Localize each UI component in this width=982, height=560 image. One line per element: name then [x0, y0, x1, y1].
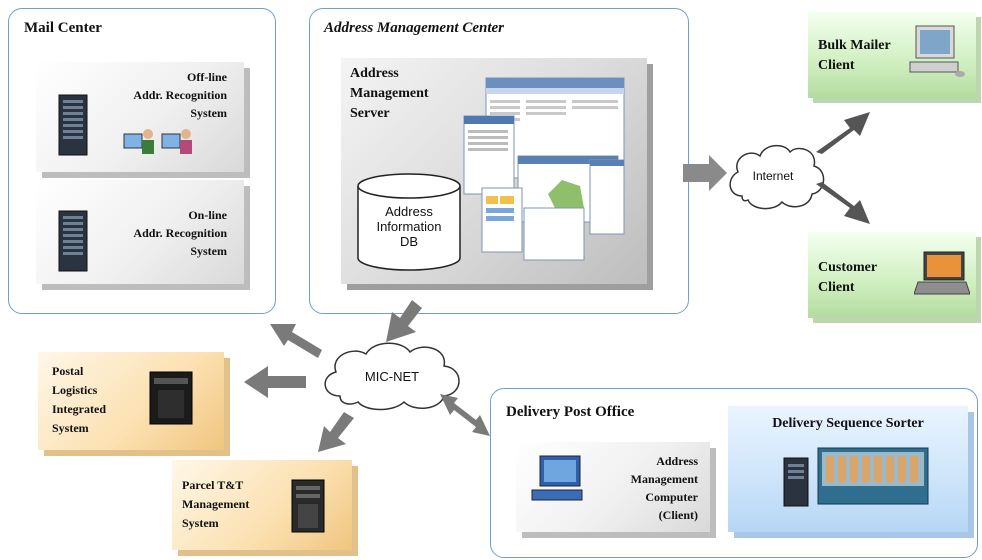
server-tower-icon [290, 478, 326, 539]
postal-logistics-label: Postal Logistics Integrated System [52, 364, 106, 435]
customer-client-label: Customer Client [818, 260, 878, 295]
arrow-to-bulk-mailer [812, 108, 872, 159]
arrow-from-amc [384, 300, 424, 349]
database-label: Address Information DB [376, 204, 442, 249]
server-cabinet-icon [148, 370, 194, 431]
arrow-to-customer [812, 182, 872, 233]
delivery-post-office-title: Delivery Post Office [506, 404, 635, 420]
offline-system-label: Off-line Addr. Recognition System [133, 70, 227, 120]
micnet-label: MIC-NET [364, 369, 420, 384]
sorter-machine-icon [782, 446, 932, 513]
internet-label: Internet [752, 169, 794, 183]
database-cylinder-icon [356, 172, 462, 277]
desktop-computer-icon [530, 454, 588, 513]
operator-workstation-icon [122, 126, 196, 165]
online-system-label: On-line Addr. Recognition System [133, 208, 227, 258]
address-management-computer-label: Address Management Computer (Client) [630, 454, 698, 522]
arrow-to-mail-center [270, 320, 322, 365]
postal-logistics-box [38, 352, 224, 450]
laptop-icon [913, 250, 971, 303]
app-screenshots-image [462, 76, 628, 267]
arrow-to-parcel [318, 412, 354, 457]
internet-cloud-icon [724, 138, 828, 219]
mail-center-title: Mail Center [24, 20, 102, 36]
micnet-cloud-icon [318, 338, 468, 419]
arrow-to-delivery-post-office [440, 394, 490, 441]
bulk-mailer-client-label: Bulk Mailer Client [818, 38, 891, 73]
parcel-management-label: Parcel T&T Management System [182, 478, 250, 530]
address-management-center-title: Address Management Center [324, 20, 505, 36]
desktop-computer-icon [906, 24, 968, 89]
server-tower-icon [58, 94, 88, 161]
delivery-sequence-sorter-label: Delivery Sequence Sorter [772, 416, 924, 431]
arrow-to-postal-logistics [244, 366, 306, 403]
server-tower-icon [58, 210, 88, 277]
server-label: Address Management Server [350, 66, 429, 121]
arrow-to-internet [683, 155, 727, 196]
